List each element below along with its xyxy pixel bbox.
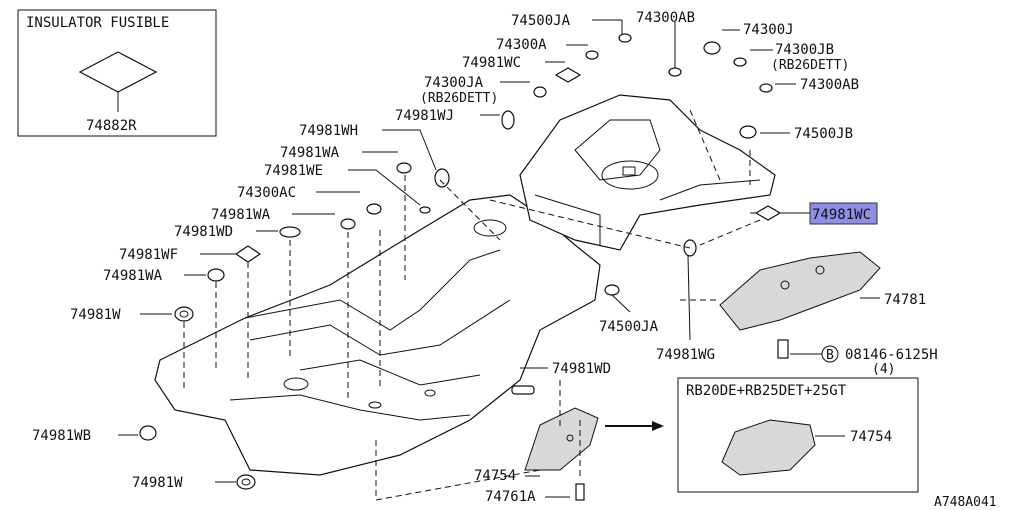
callout-74300ja-note: (RB26DETT) [420,91,498,106]
callout-74300ab-top[interactable]: 74300AB [636,10,695,26]
callout-74754[interactable]: 74754 [474,468,516,484]
heat-insulator-74754 [524,407,599,471]
callout-74500jb[interactable]: 74500JB [794,126,853,142]
inset-rb20de: RB20DE+RB25DET+25GT 74754 [677,377,919,493]
callout-74761a[interactable]: 74761A [485,489,536,505]
bolt-circle-letter: B [826,348,834,363]
callout-74981w-1[interactable]: 74981W [70,307,121,323]
callout-74981wh[interactable]: 74981WH [299,123,358,139]
inset-part-number: 74882R [86,118,137,134]
heat-insulator-74781 [719,251,881,331]
callout-74500ja-mid[interactable]: 74500JA [599,319,659,335]
callout-74981wc-right[interactable]: 74981WC [812,207,871,223]
floor-panel [154,194,601,476]
callout-74300ac[interactable]: 74300AC [237,185,296,201]
callout-bolt-qty: (4) [872,362,895,377]
callout-74981wj[interactable]: 74981WJ [395,108,454,124]
callout-74300jb[interactable]: 74300JB [775,42,834,58]
callout-74981wc-top[interactable]: 74981WC [462,55,521,71]
diagram-id: A748A041 [934,495,997,510]
callout-74300ja[interactable]: 74300JA [424,75,484,91]
callout-74981we[interactable]: 74981WE [264,163,323,179]
callout-labels: 74500JA 74300AB 74300J 74300A 74300JB (R… [32,10,997,510]
dashed-guides [183,109,761,501]
highlight-74981wc[interactable] [809,202,878,225]
callout-74300jb-note: (RB26DETT) [771,58,849,73]
callout-bolt-part[interactable]: 08146-6125H [845,347,938,363]
insulator-diamond [78,51,158,93]
callout-74981wf[interactable]: 74981WF [119,247,178,263]
bolt-circle-marker [821,345,839,363]
callout-74981wg[interactable]: 74981WG [656,347,715,363]
callout-74300ab-right[interactable]: 74300AB [800,77,859,93]
callout-74981wd-2[interactable]: 74981WD [552,361,611,377]
inset-insulator-shape [721,419,816,476]
callout-74300j[interactable]: 74300J [743,22,794,38]
inset-insulator-fusible: INSULATOR FUSIBLE 74882R [17,9,217,137]
callout-74981wa-3[interactable]: 74981WA [103,268,163,284]
inset-rb20de-title: RB20DE+RB25DET+25GT [686,383,847,399]
rear-floor-panel [519,94,776,251]
arrow-to-inset [605,421,664,431]
inset-title: INSULATOR FUSIBLE [26,15,169,31]
callout-74981wa-2[interactable]: 74981WA [211,207,271,223]
inset-rb20de-part: 74754 [850,429,892,445]
callout-74300a[interactable]: 74300A [496,37,547,53]
callout-74981w-2[interactable]: 74981W [132,475,183,491]
callout-74981wd-1[interactable]: 74981WD [174,224,233,240]
leader-lines [118,19,880,501]
callout-74781[interactable]: 74781 [884,292,926,308]
callout-74981wa-1[interactable]: 74981WA [280,145,340,161]
callout-74981wb[interactable]: 74981WB [32,428,91,444]
callout-74500ja-top[interactable]: 74500JA [511,13,571,29]
